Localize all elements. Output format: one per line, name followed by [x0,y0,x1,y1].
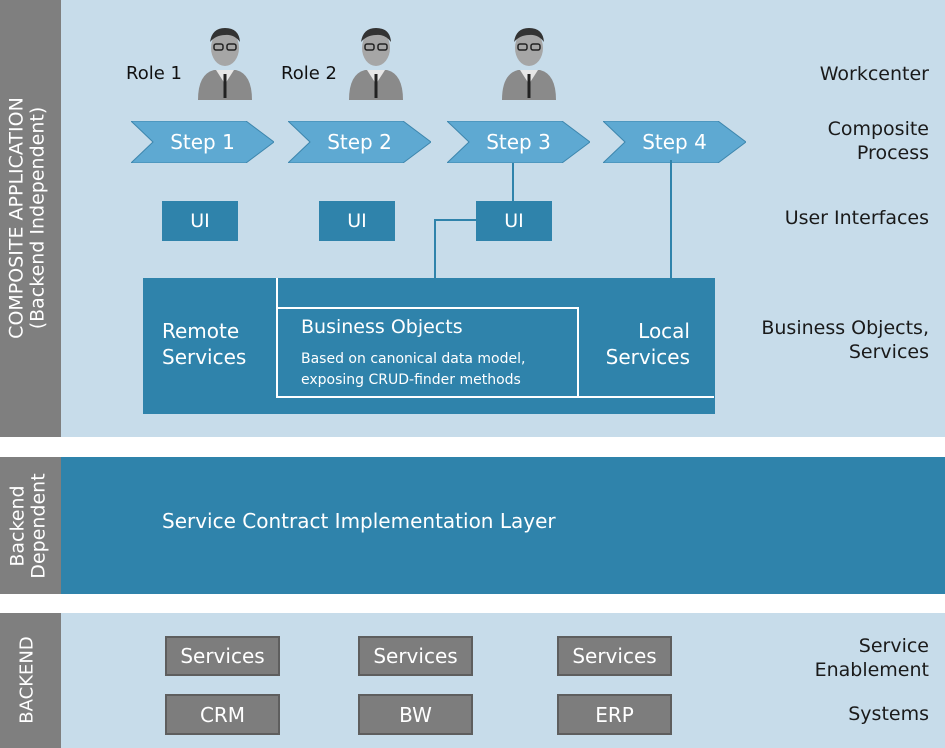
remote-services-label: Remote Services [162,318,246,370]
composite-vertical-label: COMPOSITE APPLICATION (Backend Independe… [5,0,55,437]
composite-label-strip [0,0,61,437]
system-box-erp: ERP [557,694,672,735]
step-2-label: Step 2 [327,130,392,154]
business-objects-desc-line1: Based on canonical data model, [301,351,526,367]
connector-step4-local-services [670,160,672,279]
side-label-service-line1: Service [858,635,929,657]
backend-vertical-label: BACKEND [16,613,44,748]
remote-services-line2: Services [162,345,247,369]
local-services-line2: Services [605,345,690,369]
divider-bottom [276,396,714,398]
side-label-composite-process: Composite Process [828,118,929,166]
ui-box-2: UI [319,201,395,241]
service-contract-layer [61,457,945,594]
step-3-chevron: Step 3 [447,121,590,163]
chevron-shape [447,121,590,163]
step-1-chevron: Step 1 [131,121,274,163]
backend-label-strip [0,613,61,748]
business-objects-desc-line2: exposing CRUD-finder methods [301,372,521,388]
step-4-chevron: Step 4 [603,121,746,163]
connector-ui3-business-objects-h [434,219,477,221]
step-4-label: Step 4 [642,130,707,154]
step-2-chevron: Step 2 [288,121,431,163]
person-icon [198,28,252,100]
services-box-2: Services [358,636,473,676]
person-icon [502,28,556,100]
ui-box-1: UI [162,201,238,241]
step-1-label: Step 1 [170,130,235,154]
divider-vertical [276,278,278,396]
chevron-shape [131,121,274,163]
side-label-bo-line2: Services [848,340,929,363]
remote-services-line1: Remote [162,319,240,343]
side-label-service-enablement: Service Enablement [815,635,929,683]
role-1-label: Role 1 [126,63,182,84]
backend-dependent-line2: Dependent [27,473,50,579]
side-label-composite-line1: Composite [827,118,929,140]
system-box-bw: BW [358,694,473,735]
chevron-shape [288,121,431,163]
business-objects-desc: Based on canonical data model, exposing … [301,349,525,391]
side-label-systems: Systems [848,703,929,725]
side-label-business-objects-services: Business Objects, Services [761,317,929,365]
person-icon [349,28,403,100]
service-contract-layer-label: Service Contract Implementation Layer [162,509,556,533]
side-label-workcenter: Workcenter [819,63,929,85]
business-objects-title: Business Objects [301,316,463,338]
divider-top [276,307,579,309]
connector-step3-ui [512,163,514,201]
backend-dependent-line1: Backend [6,485,29,567]
step-3-label: Step 3 [486,130,551,154]
side-label-composite-line2: Process [856,141,929,164]
chevron-shape [603,121,746,163]
backend-dependent-vertical-label: Backend Dependent [6,458,54,595]
local-services-line1: Local [638,319,690,343]
services-box-3: Services [557,636,672,676]
divider-right [577,307,579,398]
side-label-service-line2: Enablement [814,658,929,681]
system-box-crm: CRM [165,694,280,735]
composite-vertical-label-line1: COMPOSITE APPLICATION [5,97,28,339]
side-label-user-interfaces: User Interfaces [784,207,929,229]
role-2-label: Role 2 [281,63,337,84]
backend-dependent-label-strip [0,457,61,594]
ui-box-3: UI [476,201,552,241]
services-box-1: Services [165,636,280,676]
side-label-bo-line1: Business Objects, [761,317,929,339]
local-services-label: Local Services [598,318,690,370]
connector-ui3-business-objects-v [434,219,436,279]
composite-vertical-label-line2: (Backend Independent) [26,106,49,330]
services-block [143,278,715,414]
backend-vertical-text: BACKEND [16,636,38,724]
